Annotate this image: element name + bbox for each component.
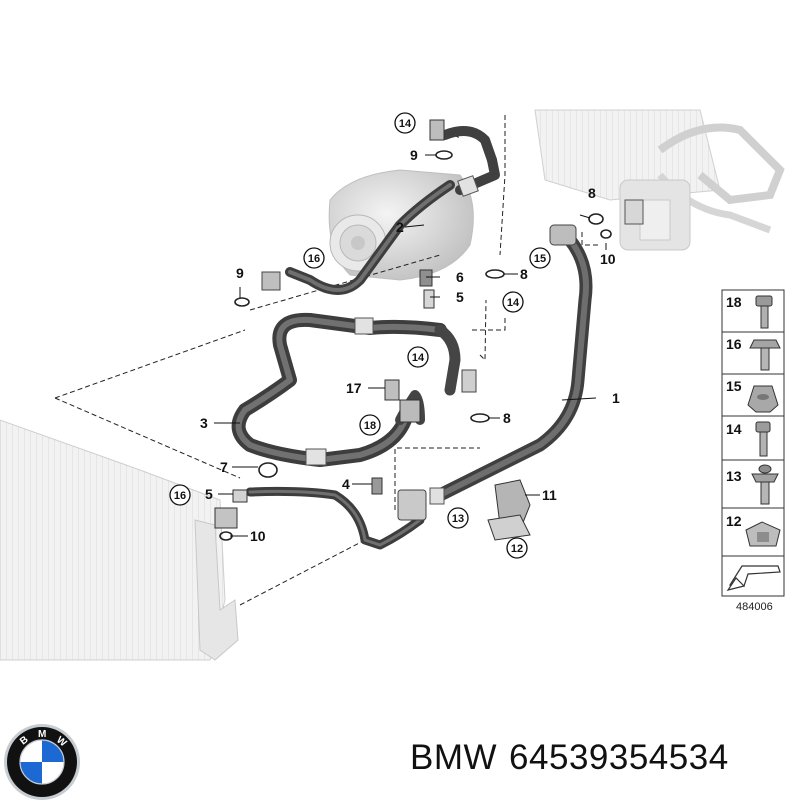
callout-5-upper: 5 [456,289,464,305]
bmw-roundel-icon: B M W [4,724,80,800]
svg-text:16: 16 [174,490,186,502]
circled-callout-15: 15 [529,247,551,269]
svg-text:12: 12 [511,543,523,555]
callout-3: 3 [200,415,208,431]
circled-callout-12: 12 [506,537,528,559]
torx-bolt-icon [755,295,773,329]
callout-5-lower: 5 [205,486,213,502]
callout-4: 4 [342,476,350,492]
callout-17: 17 [346,380,362,396]
svg-text:13: 13 [726,468,742,484]
svg-text:18: 18 [726,294,742,310]
svg-text:13: 13 [452,513,464,525]
legend-row-18: 18 [726,294,773,329]
svg-text:16: 16 [726,336,742,352]
legend-row-16: 16 [726,336,781,371]
brand-name: BMW [410,738,498,777]
callout-10-lower: 10 [250,528,266,544]
svg-text:15: 15 [534,253,546,265]
fittings [214,119,644,541]
clip-nut-icon [745,521,781,547]
callout-labels: 1 2 3 4 5 5 6 7 8 8 8 9 9 10 10 11 17 [200,147,620,544]
flange-bolt-icon [751,464,779,505]
part-number: 64539354534 [509,738,729,777]
arrow-icon [726,565,781,591]
svg-text:18: 18 [364,420,376,432]
svg-text:15: 15 [726,378,742,394]
circled-callout-14-middle: 14 [407,346,429,368]
circled-callout-16-top: 16 [303,247,325,269]
circled-callout-18: 18 [359,414,381,436]
legend-row-12: 12 [726,513,781,547]
circled-callout-16-bottom: 16 [169,484,191,506]
callout-6: 6 [456,269,464,285]
diagram-reference-number: 484006 [736,601,773,613]
bmw-logo: B M W [2,722,82,802]
legend-row-13: 13 [726,464,779,505]
hex-bolt-icon [749,339,781,371]
callout-10-evaporator: 10 [600,251,616,267]
circled-callout-14-top: 14 [394,112,416,134]
callout-11: 11 [542,487,557,503]
callout-2: 2 [396,219,404,235]
brand-part-number: BMW 64539354534 [410,738,741,778]
callout-8-hose: 8 [520,266,528,282]
callout-7: 7 [220,459,228,475]
hex-nut-icon [747,385,779,413]
condenser-left [0,419,239,661]
callout-9-top: 9 [410,147,418,163]
leader-lines [214,154,607,537]
circled-callout-13: 13 [447,507,469,529]
svg-text:M: M [38,729,46,740]
hose-3 [231,312,447,467]
callout-1: 1 [612,390,620,406]
circled-callouts: 14 16 15 14 14 18 16 13 [169,112,551,559]
circled-callout-14-right: 14 [502,291,524,313]
svg-text:16: 16 [308,253,320,265]
legend-row-14: 14 [726,421,771,457]
svg-text:14: 14 [726,421,742,437]
svg-text:14: 14 [399,118,412,130]
svg-text:14: 14 [412,352,425,364]
fastener-legend: 18 16 15 14 [721,289,785,613]
callout-8-middle: 8 [503,410,511,426]
callout-9-left: 9 [236,265,244,281]
bolt-icon [755,421,771,457]
svg-text:14: 14 [507,297,520,309]
callout-8-evaporator: 8 [588,185,596,201]
svg-text:12: 12 [726,513,742,529]
legend-row-15: 15 [726,378,779,413]
evaporator-right [534,109,785,251]
